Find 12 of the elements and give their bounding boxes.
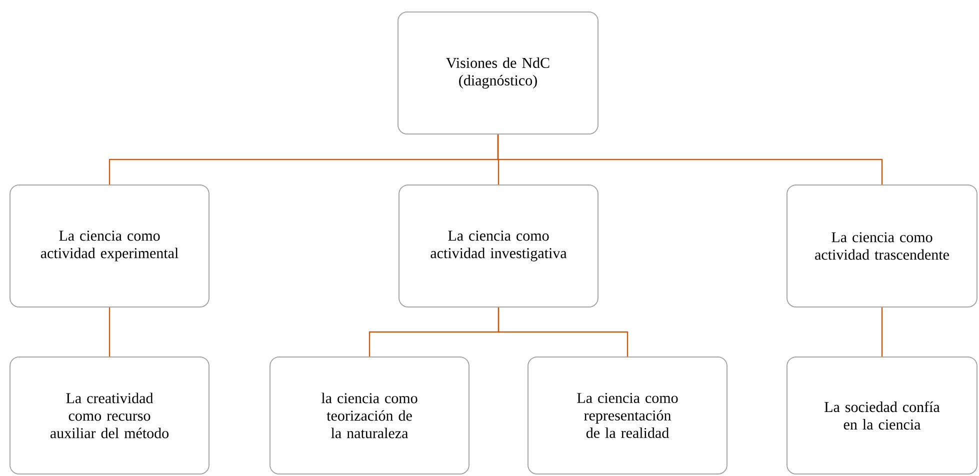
connector-line xyxy=(497,134,883,184)
text-box: La creatividad como recurso auxiliar del método xyxy=(10,356,210,474)
connector-line xyxy=(108,308,110,356)
text-box: La ciencia como representación de la realidad xyxy=(528,356,728,474)
text-box: La ciencia como actividad investigativa xyxy=(398,184,598,308)
text-box: la ciencia como teorización de la naturaleza xyxy=(270,356,470,474)
text-box: Visiones de NdC (diagnóstico) xyxy=(398,12,598,134)
connector-line xyxy=(881,308,883,356)
connector-line xyxy=(498,308,628,356)
text-box: La ciencia como actividad experimental xyxy=(10,184,210,308)
text-box: La ciencia como actividad trascendente xyxy=(786,184,978,308)
text-box: La sociedad confía en la ciencia xyxy=(786,356,978,474)
